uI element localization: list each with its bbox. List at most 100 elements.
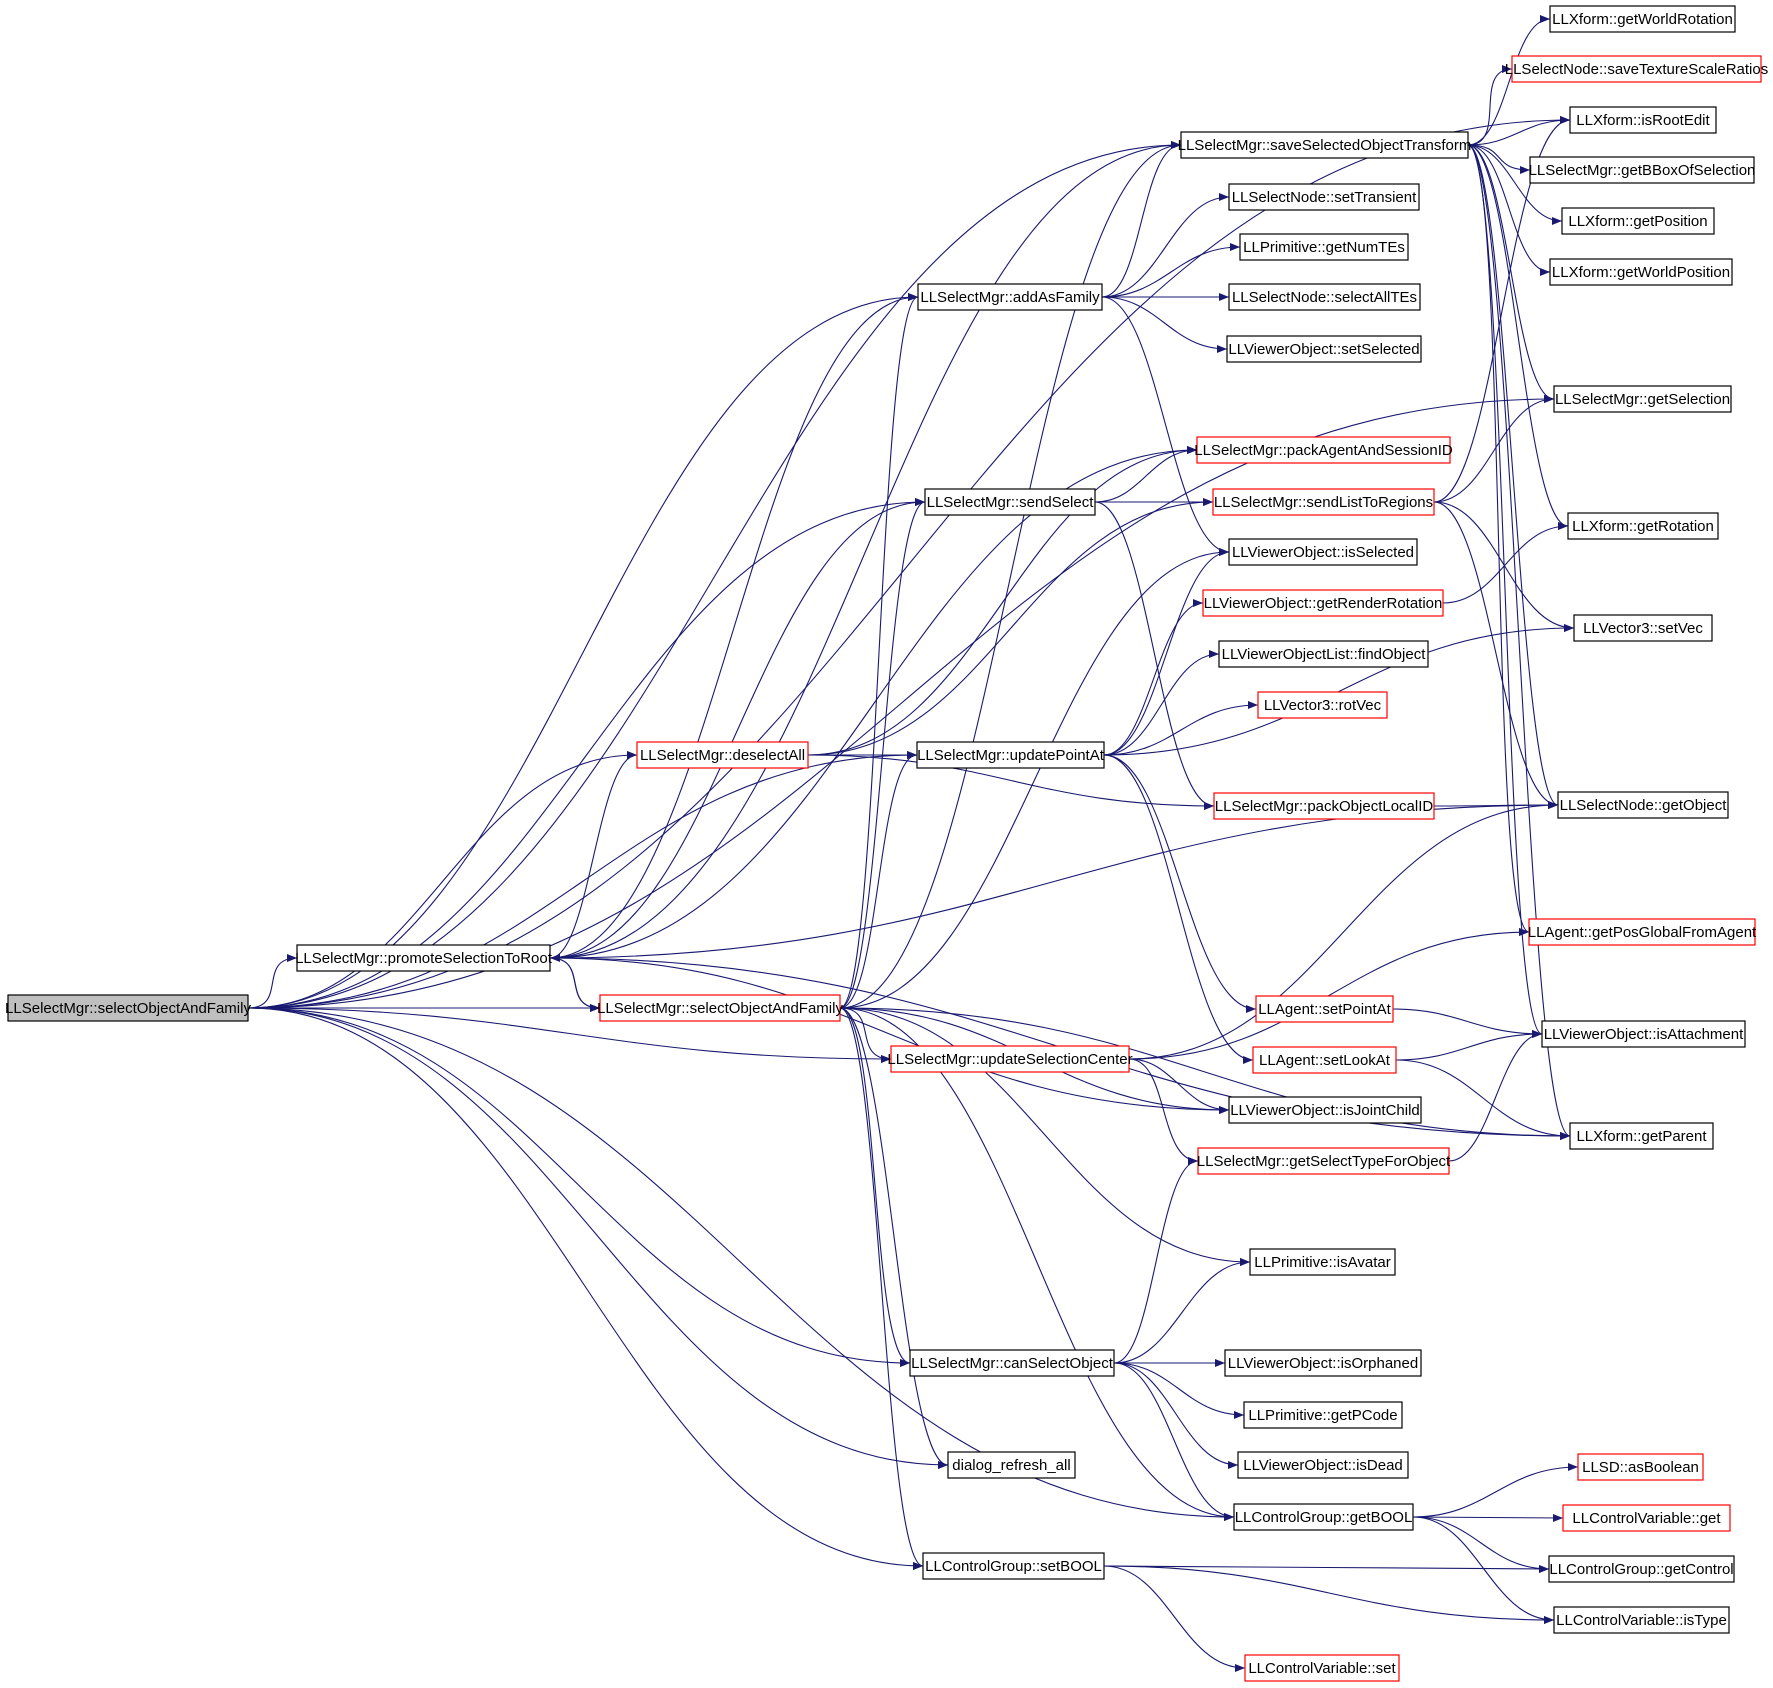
node-saveSelectedObjectTransform[interactable]: LLSelectMgr::saveSelectedObjectTransform xyxy=(1178,131,1472,159)
node-saveTextureScaleRatios[interactable]: LLSelectNode::saveTextureScaleRatios xyxy=(1505,55,1768,83)
node-getPosGlobalFromAgent[interactable]: LLAgent::getPosGlobalFromAgent xyxy=(1528,918,1757,946)
node-getBOOL[interactable]: LLControlGroup::getBOOL xyxy=(1233,1503,1414,1531)
node-promoteSelectionToRoot[interactable]: LLSelectMgr::promoteSelectionToRoot xyxy=(295,944,553,972)
edge-sendSelect-to-packObjectLocalID xyxy=(1094,501,1215,810)
node-label: LLSelectMgr::addAsFamily xyxy=(920,289,1100,306)
edge-selectObjectAndFamily2-to-isSelected xyxy=(839,548,1230,1009)
edge-root-to-deselectAll xyxy=(247,751,638,1009)
node-getNumTEs[interactable]: LLPrimitive::getNumTEs xyxy=(1239,233,1409,261)
edge-saveSelectedObjectTransform-to-isRootEdit xyxy=(1467,116,1571,146)
node-asBoolean[interactable]: LLSD::asBoolean xyxy=(1577,1453,1704,1481)
node-label: LLSelectMgr::sendListToRegions xyxy=(1214,494,1433,511)
edge-deselectAll-to-sendListToRegions xyxy=(807,498,1214,756)
node-isRootEdit[interactable]: LLXform::isRootEdit xyxy=(1569,106,1717,134)
edge-deselectAll-to-packObjectLocalID xyxy=(807,754,1215,810)
node-isType[interactable]: LLControlVariable::isType xyxy=(1553,1606,1730,1634)
node-updateSelectionCenter[interactable]: LLSelectMgr::updateSelectionCenter xyxy=(887,1045,1133,1073)
node-isAvatar[interactable]: LLPrimitive::isAvatar xyxy=(1249,1248,1396,1276)
node-updatePointAt[interactable]: LLSelectMgr::updatePointAt xyxy=(916,741,1105,769)
node-packAgentAndSessionID[interactable]: LLSelectMgr::packAgentAndSessionID xyxy=(1194,436,1453,464)
node-label: LLSelectMgr::packAgentAndSessionID xyxy=(1194,442,1453,459)
node-label: LLControlVariable::get xyxy=(1572,1510,1721,1527)
node-setSelected[interactable]: LLViewerObject::setSelected xyxy=(1226,335,1422,363)
node-label: LLPrimitive::isAvatar xyxy=(1254,1254,1390,1271)
node-label: LLSelectMgr::selectObjectAndFamily xyxy=(5,1000,251,1017)
edge-addAsFamily-to-setSelected xyxy=(1101,296,1228,353)
node-selectObjectAndFamily2[interactable]: LLSelectMgr::selectObjectAndFamily xyxy=(597,994,843,1022)
edge-root-to-updateSelectionCenter xyxy=(247,1007,892,1063)
node-dialog_refresh_all[interactable]: dialog_refresh_all xyxy=(947,1451,1076,1479)
node-label: dialog_refresh_all xyxy=(952,1457,1070,1474)
node-findObject[interactable]: LLViewerObjectList::findObject xyxy=(1218,640,1429,668)
node-rotVec[interactable]: LLVector3::rotVec xyxy=(1257,691,1388,719)
node-getPCode[interactable]: LLPrimitive::getPCode xyxy=(1243,1401,1403,1429)
node-getParent[interactable]: LLXform::getParent xyxy=(1569,1122,1714,1150)
node-setBOOL[interactable]: LLControlGroup::setBOOL xyxy=(922,1552,1105,1580)
node-isOrphaned[interactable]: LLViewerObject::isOrphaned xyxy=(1224,1349,1422,1377)
node-getObject[interactable]: LLSelectNode::getObject xyxy=(1557,791,1729,819)
node-setCV[interactable]: LLControlVariable::set xyxy=(1244,1654,1400,1682)
node-box xyxy=(924,488,1096,516)
edge-promoteSelectionToRoot-to-getObject xyxy=(549,801,1559,959)
node-setTransient[interactable]: LLSelectNode::setTransient xyxy=(1228,183,1420,211)
node-isDead[interactable]: LLViewerObject::isDead xyxy=(1237,1451,1409,1479)
edge-setLookAt-to-isAttachment xyxy=(1395,1030,1543,1061)
node-isAttachment[interactable]: LLViewerObject::isAttachment xyxy=(1541,1020,1746,1048)
node-label: LLPrimitive::getPCode xyxy=(1248,1407,1397,1424)
node-getRotation[interactable]: LLXform::getRotation xyxy=(1567,512,1719,540)
edge-promoteSelectionToRoot-to-saveSelectedObjectTransform xyxy=(549,141,1182,959)
node-setPointAt[interactable]: LLAgent::setPointAt xyxy=(1255,995,1394,1023)
node-isJointChild[interactable]: LLViewerObject::isJointChild xyxy=(1228,1096,1422,1124)
edge-updatePointAt-to-setLookAt xyxy=(1103,754,1254,1064)
node-label: LLVector3::rotVec xyxy=(1264,697,1382,714)
node-label: LLControlGroup::getControl xyxy=(1549,1561,1733,1578)
node-getBBoxOfSelection[interactable]: LLSelectMgr::getBBoxOfSelection xyxy=(1529,156,1756,184)
node-label: LLXform::getRotation xyxy=(1572,518,1714,535)
edge-canSelectObject-to-isDead xyxy=(1113,1362,1239,1469)
node-box xyxy=(1237,1451,1409,1479)
node-getWorldPosition[interactable]: LLXform::getWorldPosition xyxy=(1549,258,1733,286)
node-getPosition[interactable]: LLXform::getPosition xyxy=(1561,207,1715,235)
node-root[interactable]: LLSelectMgr::selectObjectAndFamily xyxy=(5,994,251,1022)
node-label: LLPrimitive::getNumTEs xyxy=(1243,239,1405,256)
edge-sendListToRegions-to-setVec xyxy=(1433,501,1575,632)
node-label: LLViewerObject::isDead xyxy=(1243,1457,1403,1474)
edge-setBOOL-to-isType xyxy=(1103,1565,1555,1624)
node-label: LLViewerObject::isAttachment xyxy=(1544,1026,1744,1043)
node-getSelectTypeForObject[interactable]: LLSelectMgr::getSelectTypeForObject xyxy=(1197,1147,1451,1175)
node-selectAllTEs[interactable]: LLSelectNode::selectAllTEs xyxy=(1228,283,1421,311)
edge-updatePointAt-to-isSelected xyxy=(1103,548,1230,756)
node-sendListToRegions[interactable]: LLSelectMgr::sendListToRegions xyxy=(1212,488,1435,516)
node-getSelection[interactable]: LLSelectMgr::getSelection xyxy=(1553,385,1732,413)
edge-getBOOL-to-getControl xyxy=(1412,1516,1550,1573)
node-label: LLViewerObject::isJointChild xyxy=(1230,1102,1420,1119)
node-label: LLViewerObject::isSelected xyxy=(1232,544,1414,561)
node-box xyxy=(1252,1046,1397,1074)
edge-addAsFamily-to-setTransient xyxy=(1101,193,1230,298)
edge-updatePointAt-to-findObject xyxy=(1103,650,1220,756)
edge-setBOOL-to-getControl xyxy=(1103,1564,1550,1573)
node-label: LLControlGroup::setBOOL xyxy=(925,1558,1102,1575)
edge-selectObjectAndFamily2-to-isAvatar xyxy=(839,1007,1251,1266)
node-canSelectObject[interactable]: LLSelectMgr::canSelectObject xyxy=(909,1349,1115,1377)
node-deselectAll[interactable]: LLSelectMgr::deselectAll xyxy=(636,741,809,769)
node-setLookAt[interactable]: LLAgent::setLookAt xyxy=(1252,1046,1397,1074)
node-box xyxy=(1569,106,1717,134)
node-label: LLXform::getPosition xyxy=(1568,213,1707,230)
node-getCV[interactable]: LLControlVariable::get xyxy=(1562,1504,1731,1532)
node-getWorldRotation[interactable]: LLXform::getWorldRotation xyxy=(1549,5,1736,33)
node-addAsFamily[interactable]: LLSelectMgr::addAsFamily xyxy=(917,283,1103,311)
edge-selectObjectAndFamily2-to-setBOOL xyxy=(839,1007,924,1570)
node-label: LLSelectMgr::deselectAll xyxy=(640,747,805,764)
edge-root-to-promoteSelectionToRoot xyxy=(247,954,298,1009)
node-label: LLSelectMgr::updatePointAt xyxy=(917,747,1105,764)
node-label: LLSelectMgr::saveSelectedObjectTransform xyxy=(1178,137,1472,154)
node-box xyxy=(7,994,249,1022)
node-setVec[interactable]: LLVector3::setVec xyxy=(1573,614,1713,642)
node-label: LLVector3::setVec xyxy=(1583,620,1703,637)
node-sendSelect[interactable]: LLSelectMgr::sendSelect xyxy=(924,488,1096,516)
node-getControl[interactable]: LLControlGroup::getControl xyxy=(1548,1555,1735,1583)
node-isSelected[interactable]: LLViewerObject::isSelected xyxy=(1228,538,1418,566)
node-getRenderRotation[interactable]: LLViewerObject::getRenderRotation xyxy=(1202,589,1444,617)
node-packObjectLocalID[interactable]: LLSelectMgr::packObjectLocalID xyxy=(1213,792,1435,820)
